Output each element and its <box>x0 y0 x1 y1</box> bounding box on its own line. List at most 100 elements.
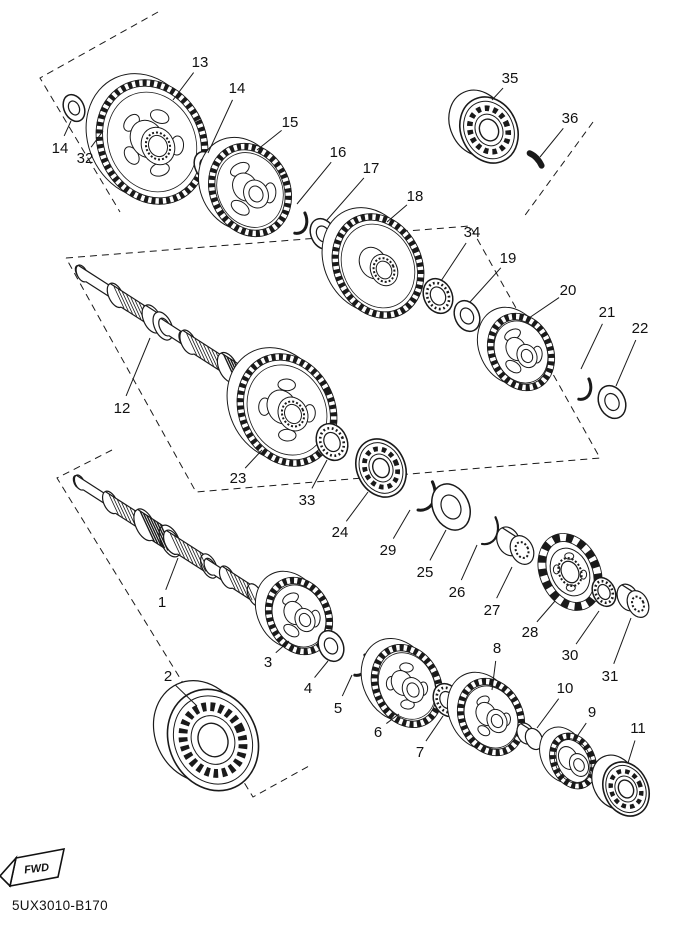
callout-3: 3 <box>264 640 290 671</box>
callout-1: 1 <box>158 557 179 611</box>
callout-number: 36 <box>562 110 579 127</box>
callout-2: 2 <box>164 668 198 707</box>
bearing-2 <box>152 680 260 792</box>
callout-21: 21 <box>580 304 616 370</box>
callout-20: 20 <box>528 282 577 319</box>
callout-34: 34 <box>440 224 481 282</box>
callout-19: 19 <box>469 250 517 303</box>
circlip-21 <box>563 367 593 401</box>
callout-number: 4 <box>304 680 312 697</box>
callout-32: 32 <box>77 130 104 167</box>
circlip-16 <box>279 201 309 235</box>
lock-washer-30 <box>591 576 617 608</box>
callout-number: 20 <box>560 282 577 299</box>
callout-18: 18 <box>386 188 423 223</box>
callout-23: 23 <box>230 449 263 487</box>
callout-number: 24 <box>332 524 349 541</box>
callout-number: 34 <box>464 224 481 241</box>
gear-23 <box>226 347 338 467</box>
callout-number: 26 <box>449 584 466 601</box>
callout-17: 17 <box>326 160 380 221</box>
callout-number: 19 <box>500 250 517 267</box>
callout-number: 12 <box>114 400 131 417</box>
callout-4: 4 <box>304 660 329 697</box>
callout-11: 11 <box>627 720 646 764</box>
callout-7: 7 <box>416 715 444 761</box>
callout-number: 15 <box>282 114 299 131</box>
callout-number: 11 <box>630 720 646 737</box>
callout-number: 5 <box>334 700 342 717</box>
callout-12: 12 <box>114 337 151 417</box>
callout-16: 16 <box>296 144 347 205</box>
callout-number: 14 <box>52 140 69 157</box>
callout-number: 6 <box>374 724 382 741</box>
washer-25 <box>431 483 471 531</box>
callout-13: 13 <box>172 54 209 101</box>
driveshaft-1-spline-3 <box>218 565 264 607</box>
callout-number: 2 <box>164 668 172 685</box>
retainer-clip-36 <box>508 148 548 196</box>
washer-19 <box>453 299 481 333</box>
gear-6 <box>360 637 444 728</box>
callout-number: 16 <box>330 144 347 161</box>
callout-number: 22 <box>632 320 649 337</box>
callout-30: 30 <box>562 610 600 664</box>
callout-number: 10 <box>557 680 574 697</box>
gear-15 <box>197 136 292 238</box>
bearing-11 <box>591 754 650 817</box>
bearing-35 <box>448 89 519 164</box>
gear-9 <box>539 726 597 790</box>
callout-28: 28 <box>522 600 556 641</box>
callout-number: 27 <box>484 602 501 619</box>
callout-9: 9 <box>575 704 596 739</box>
callout-number: 3 <box>264 654 272 671</box>
callout-number: 28 <box>522 624 539 641</box>
callout-number: 29 <box>380 542 397 559</box>
callout-35: 35 <box>491 70 519 101</box>
callout-number: 25 <box>417 564 434 581</box>
callout-31: 31 <box>602 617 632 685</box>
circlip-26 <box>462 502 500 546</box>
callout-number: 1 <box>158 594 166 611</box>
washer-4 <box>317 629 345 663</box>
washer-22 <box>597 384 627 420</box>
spacer-27 <box>496 526 535 565</box>
callout-number: 8 <box>493 640 501 657</box>
fwd-label: FWD <box>23 862 49 877</box>
parts-layer <box>39 11 650 817</box>
callout-22: 22 <box>615 320 649 387</box>
collar-10 <box>516 722 544 751</box>
collar-33 <box>315 422 349 462</box>
callout-15: 15 <box>256 114 299 151</box>
fwd-marker: FWD <box>0 847 66 888</box>
thrust-washer-14-left <box>62 93 86 123</box>
diagram-code: 5UX3010-B170 <box>12 898 108 913</box>
callout-10: 10 <box>536 680 574 729</box>
callout-number: 30 <box>562 647 579 664</box>
callout-number: 35 <box>502 70 519 87</box>
callout-26: 26 <box>449 544 478 601</box>
callout-5: 5 <box>334 674 353 717</box>
callout-6: 6 <box>374 713 400 741</box>
callout-number: 13 <box>192 54 209 71</box>
callout-27: 27 <box>484 566 513 619</box>
callout-number: 17 <box>363 160 380 177</box>
circlip-29 <box>397 466 437 512</box>
callout-number: 14 <box>229 80 246 97</box>
callout-number: 23 <box>230 470 247 487</box>
callout-8: 8 <box>491 640 501 691</box>
callout-number: 9 <box>588 704 596 721</box>
gear-13 <box>85 73 209 205</box>
callout-number: 31 <box>602 668 619 685</box>
callout-14: 14 <box>52 120 72 157</box>
callout-number: 21 <box>599 304 616 321</box>
callout-33: 33 <box>299 459 328 509</box>
bearing-24 <box>355 438 407 498</box>
callout-number: 32 <box>77 150 94 167</box>
boundary-bottom-left <box>56 449 310 798</box>
callout-36: 36 <box>539 110 579 158</box>
sprocket-28 <box>537 533 603 611</box>
boundary-clip-36 <box>522 121 594 219</box>
